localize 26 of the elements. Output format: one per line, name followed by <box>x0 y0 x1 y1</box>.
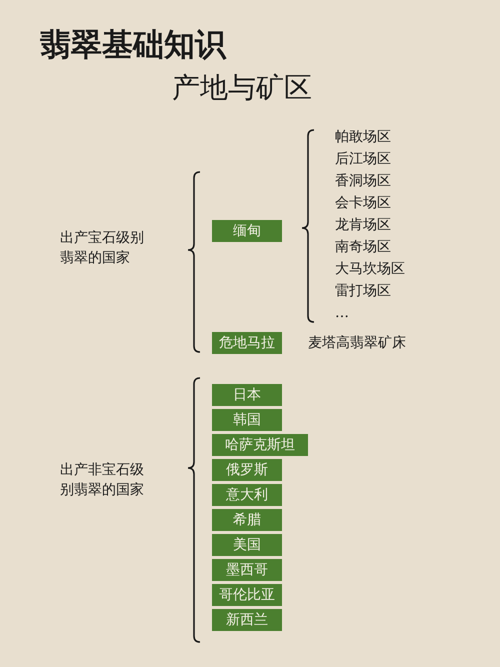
subtitle: 产地与矿区 <box>172 70 312 106</box>
category-label: 出产宝石级别翡翠的国家 <box>60 229 144 268</box>
mine-area-label: 后江场区 <box>335 150 391 169</box>
mine-area-label: 龙肯场区 <box>335 216 391 235</box>
country-box: 危地马拉 <box>212 332 282 354</box>
country-box: 墨西哥 <box>212 559 282 581</box>
mine-area-label: 香洞场区 <box>335 172 391 191</box>
country-box: 美国 <box>212 534 282 556</box>
mine-area-label: … <box>335 304 349 323</box>
mine-area-label: 大马坎场区 <box>335 260 405 279</box>
country-box: 缅甸 <box>212 220 282 242</box>
country-box: 日本 <box>212 384 282 406</box>
country-box: 意大利 <box>212 484 282 506</box>
country-box: 新西兰 <box>212 609 282 631</box>
country-box: 哥伦比亚 <box>212 584 282 606</box>
country-box: 希腊 <box>212 509 282 531</box>
deposit-label: 麦塔高翡翠矿床 <box>308 334 406 352</box>
category-label: 出产非宝石级别翡翠的国家 <box>60 461 144 500</box>
mine-area-label: 帕敢场区 <box>335 128 391 147</box>
mine-area-label: 雷打场区 <box>335 282 391 301</box>
mine-area-label: 南奇场区 <box>335 238 391 257</box>
country-box: 韩国 <box>212 409 282 431</box>
country-box: 哈萨克斯坦 <box>212 434 308 456</box>
mine-area-label: 会卡场区 <box>335 194 391 213</box>
country-box: 俄罗斯 <box>212 459 282 481</box>
title: 翡翠基础知识 <box>40 26 226 65</box>
